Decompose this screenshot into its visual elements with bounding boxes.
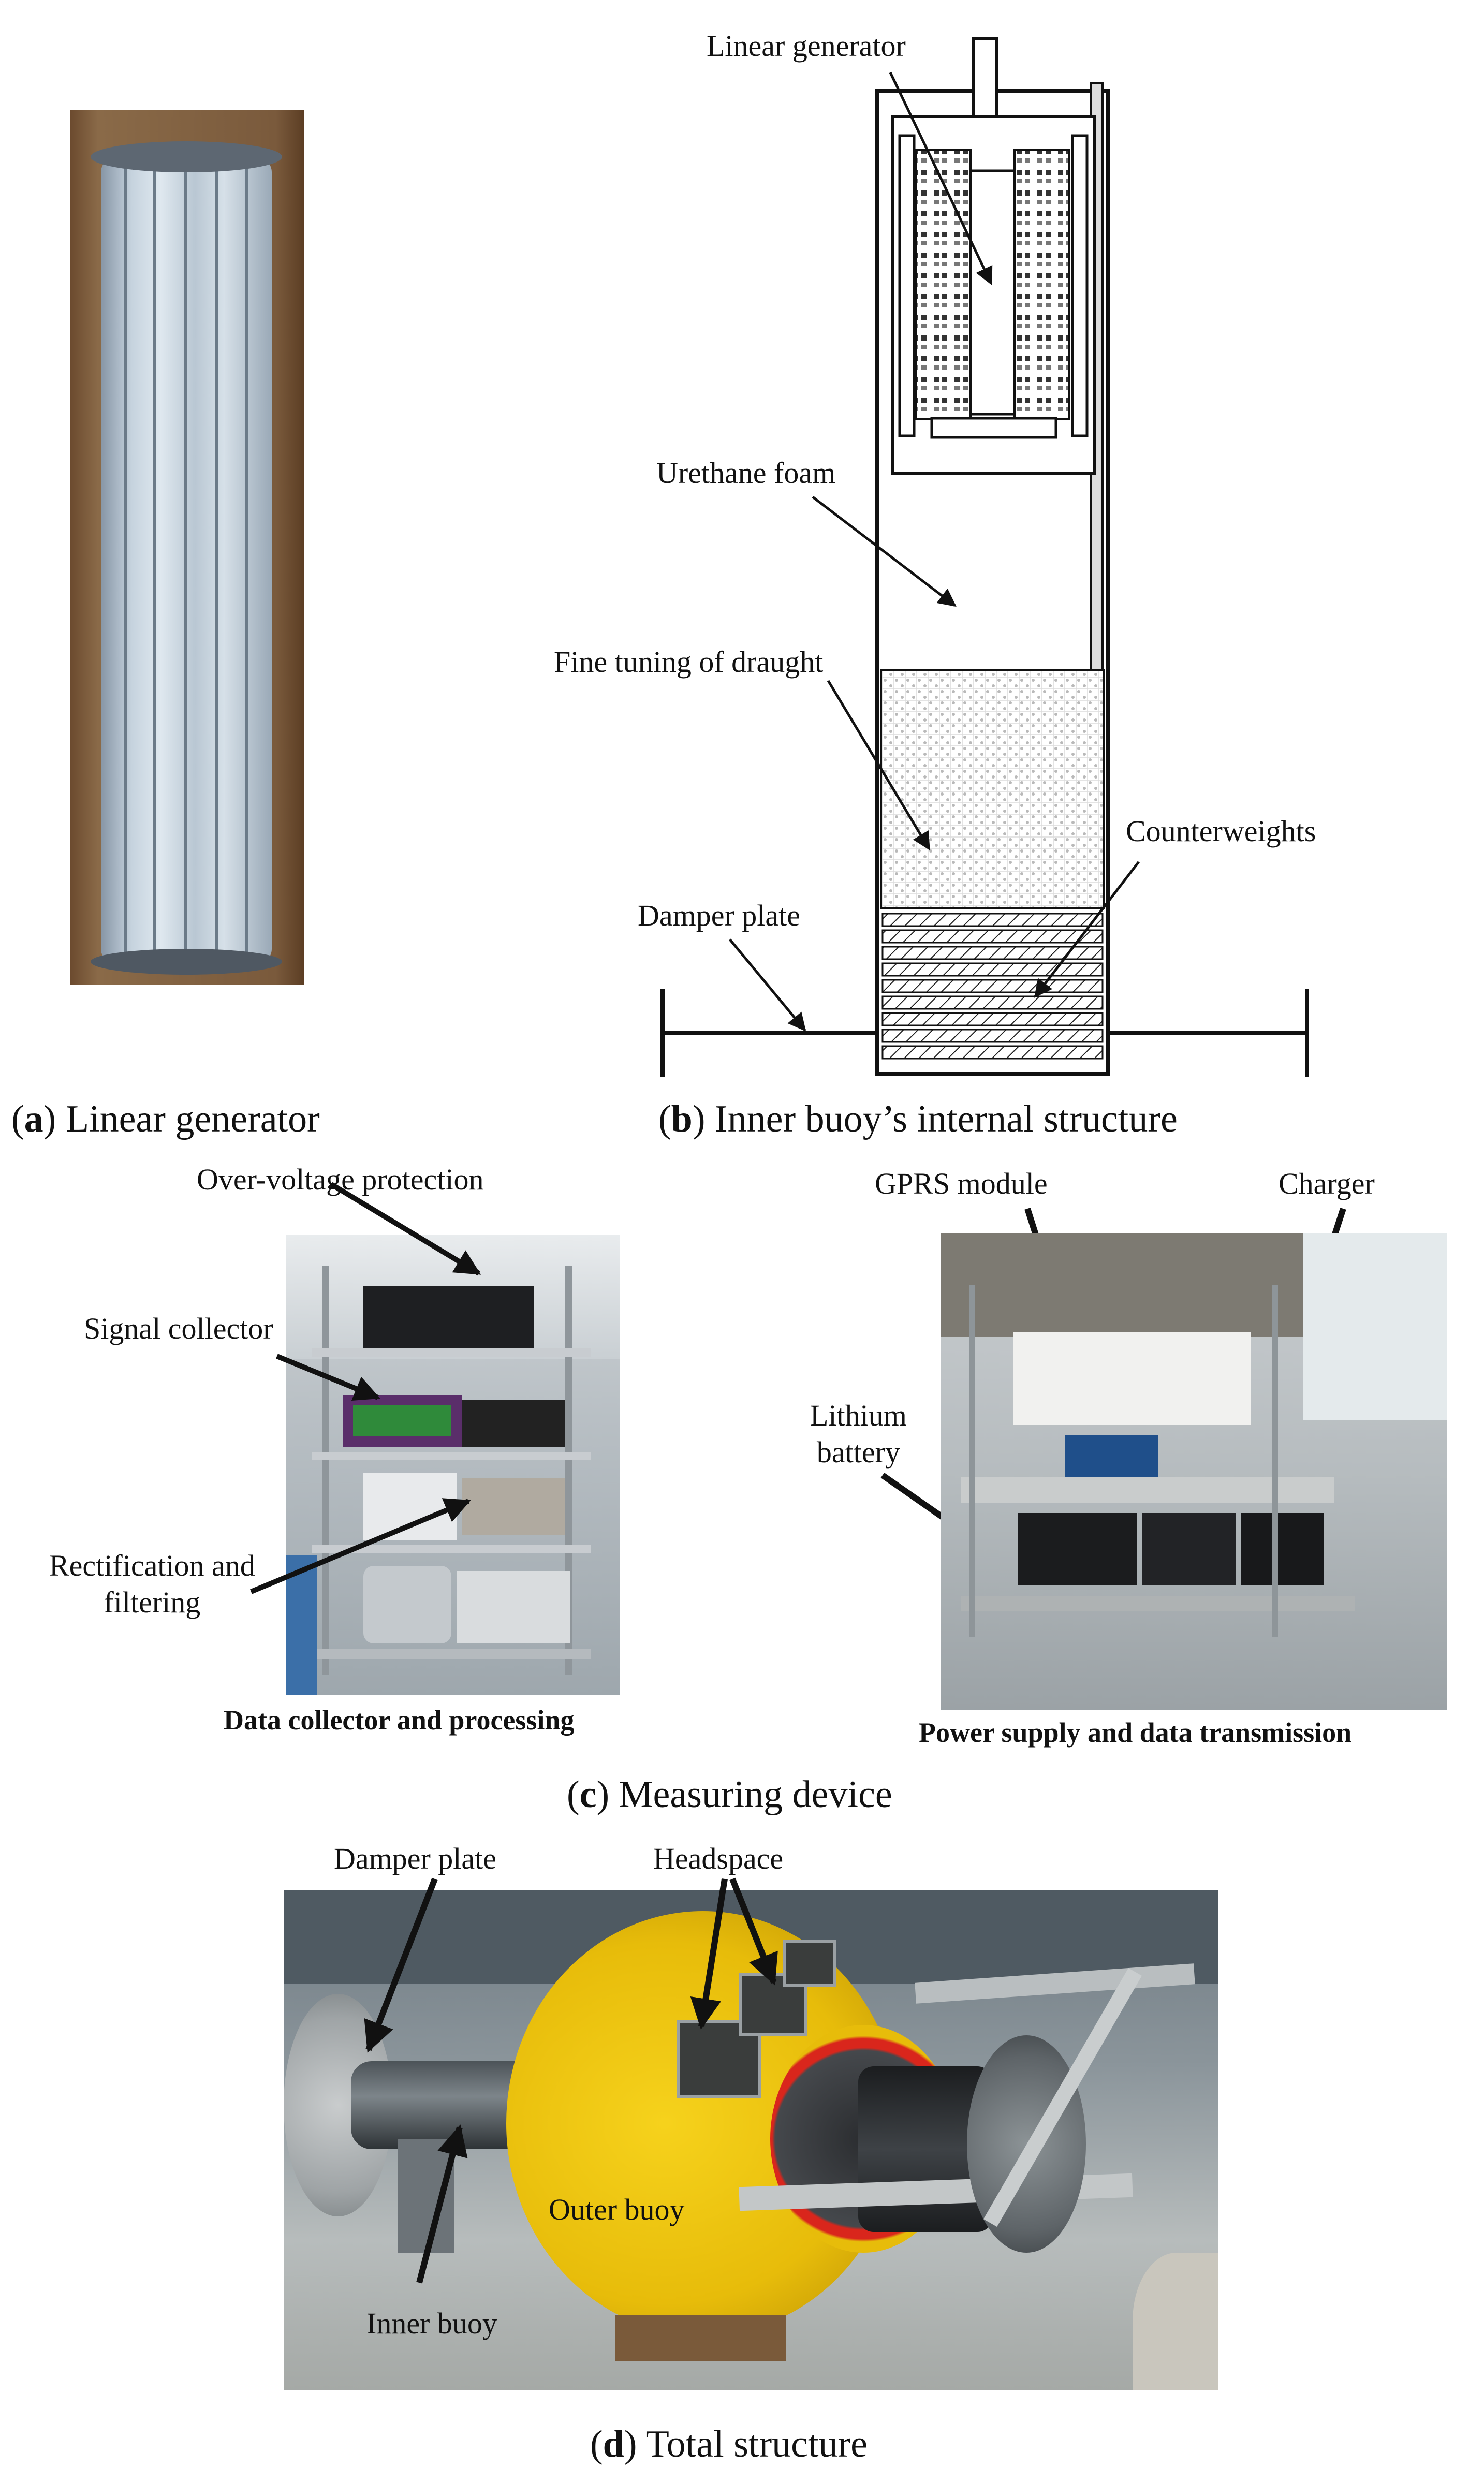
- label-signal-collector: Signal collector: [84, 1312, 273, 1345]
- arrow-overvoltage: [330, 1182, 481, 1276]
- generator-top-flange: [91, 141, 282, 172]
- gprs-module-box: [1065, 1435, 1158, 1482]
- headspace-window-3: [783, 1940, 836, 1987]
- label-headspace: Headspace: [653, 1842, 784, 1875]
- linear-generator-photo: [70, 110, 304, 985]
- arrow-inner-buoy: [416, 2124, 468, 2284]
- label-damper-plate-photo: Damper plate: [334, 1842, 497, 1875]
- subcaption-data-collector: Data collector and processing: [224, 1705, 575, 1736]
- caption-d: (d) Total structure: [590, 2423, 868, 2465]
- label-charger: Charger: [1279, 1167, 1375, 1200]
- label-overvoltage: Over-voltage protection: [197, 1163, 484, 1196]
- fine-tuning-region: [880, 669, 1105, 909]
- battery-box-white: [1013, 1332, 1251, 1425]
- arrow-signal-collector: [276, 1354, 380, 1401]
- rack-post-left: [322, 1266, 329, 1675]
- arrow-counterweights: [1034, 861, 1140, 998]
- arrow-headspace-2: [729, 1877, 778, 1986]
- arrow-linear-generator: [889, 71, 993, 286]
- lithium-battery-box: [1018, 1513, 1137, 1585]
- label-damper-plate: Damper plate: [638, 899, 801, 932]
- generator-bottom-flange: [91, 949, 282, 975]
- arrow-damper-plate-photo: [364, 1877, 438, 2053]
- charger-box: [1241, 1513, 1324, 1585]
- power-supply-photo: [941, 1233, 1447, 1710]
- arrow-headspace-1: [690, 1878, 728, 2030]
- label-gprs: GPRS module: [875, 1167, 1048, 1200]
- label-fine-tuning: Fine tuning of draught: [554, 645, 824, 679]
- rectifier-module: [363, 1473, 457, 1540]
- label-linear-generator: Linear generator: [707, 29, 906, 63]
- label-counterweights: Counterweights: [1126, 814, 1316, 848]
- generator-translator: [969, 169, 1016, 416]
- generator-cylinder: [101, 157, 272, 964]
- label-outer-buoy: Outer buoy: [549, 2193, 685, 2226]
- label-urethane-foam: Urethane foam: [656, 456, 836, 490]
- subcaption-power-supply: Power supply and data transmission: [919, 1717, 1352, 1748]
- arrow-rectification: [250, 1498, 471, 1594]
- arrow-damper-plate: [729, 938, 806, 1032]
- label-inner-buoy: Inner buoy: [366, 2307, 497, 2340]
- counterweights-drawing: [881, 913, 1104, 1060]
- overvoltage-module: [363, 1286, 534, 1348]
- generator-coils-right: [1013, 149, 1070, 420]
- arrow-fine-tuning: [827, 680, 931, 851]
- arrow-urethane-foam: [812, 496, 957, 607]
- caption-c: (c) Measuring device: [567, 1773, 892, 1816]
- caption-a: (a) Linear generator: [11, 1098, 320, 1140]
- caption-b: (b) Inner buoy’s internal structure: [658, 1098, 1178, 1140]
